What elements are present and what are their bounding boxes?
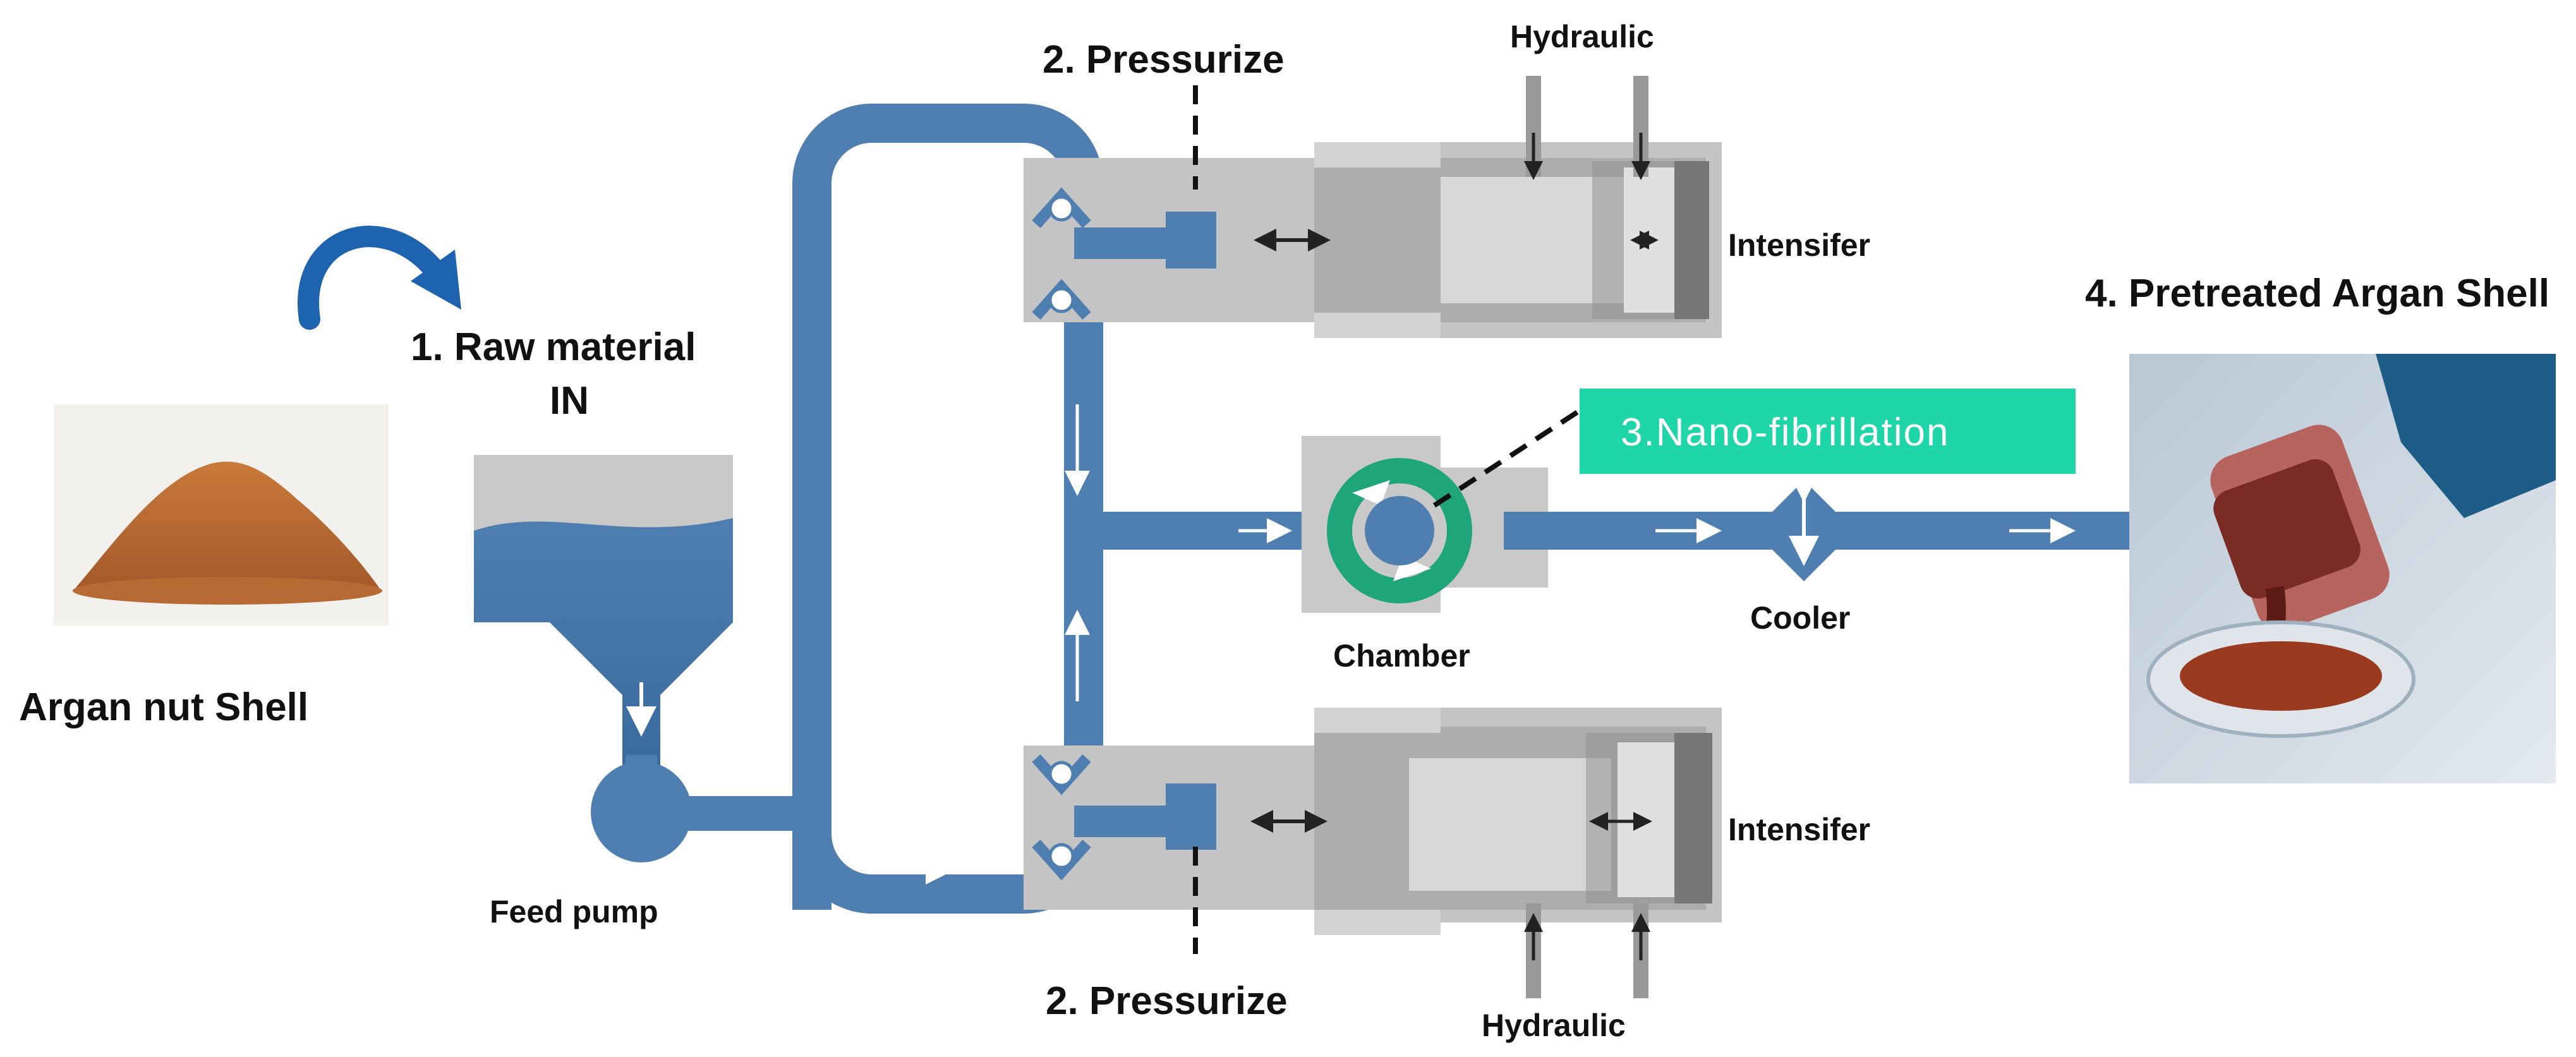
argan-powder-image	[54, 404, 389, 625]
top-intensifier	[1024, 76, 1722, 338]
nano-fibrillation-label: 3.Nano-fibrillation	[1621, 411, 1949, 454]
curved-arrow-icon	[298, 226, 461, 330]
chamber-label: Chamber	[1333, 638, 1470, 673]
nano-fibrillation-box: 3.Nano-fibrillation	[1580, 389, 2076, 474]
intensifier-bottom-label: Intensifer	[1728, 812, 1870, 847]
argan-nut-shell-label: Argan nut Shell	[19, 686, 308, 729]
pretreated-shell-photo	[2129, 354, 2556, 783]
pressurize-bottom-label: 2. Pressurize	[1046, 979, 1288, 1023]
cooler	[1753, 473, 1854, 581]
check-valve-icon	[1032, 187, 1091, 228]
raw-material-label: 1. Raw material	[411, 325, 696, 369]
cooler-label: Cooler	[1750, 600, 1850, 636]
check-valve-icon	[1032, 840, 1091, 881]
bottom-intensifier	[1024, 708, 1722, 998]
feed-pump	[591, 755, 806, 862]
raw-material-in-label: IN	[550, 379, 589, 423]
intensifier-top-label: Intensifer	[1728, 227, 1870, 263]
feed-pump-label: Feed pump	[490, 894, 658, 929]
distribution-loop	[792, 104, 1103, 914]
check-valve-icon	[1032, 754, 1091, 795]
pretreated-label: 4. Pretreated Argan Shell	[2085, 272, 2549, 315]
hopper	[474, 455, 733, 768]
hydraulic-bottom-label: Hydraulic	[1482, 1008, 1626, 1043]
pressurize-top-label: 2. Pressurize	[1043, 38, 1285, 82]
check-valve-icon	[1032, 279, 1091, 320]
hydraulic-top-label: Hydraulic	[1510, 19, 1654, 54]
chamber	[1302, 408, 1581, 613]
